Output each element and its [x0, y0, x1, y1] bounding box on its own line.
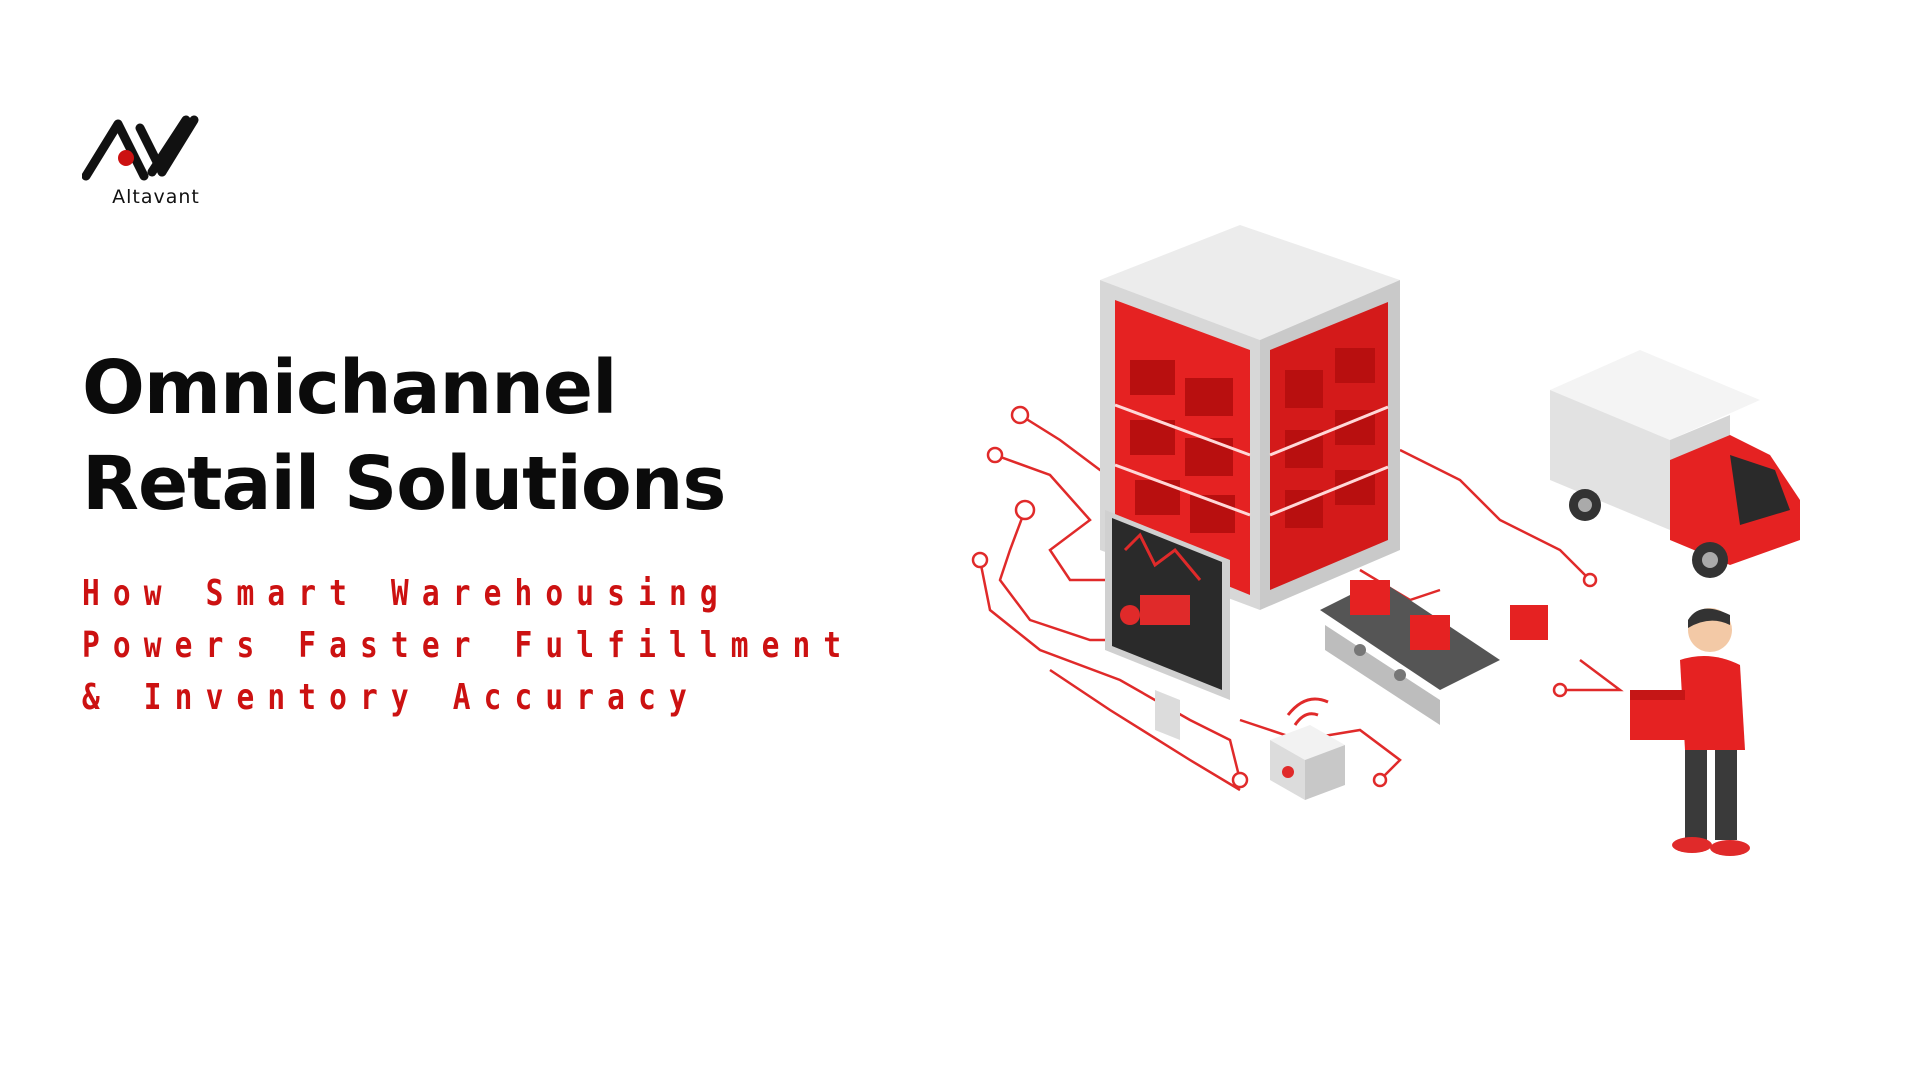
title-line: Retail Solutions	[82, 441, 726, 527]
brand-name: Altavant	[112, 186, 200, 208]
altavant-logo-icon	[82, 115, 199, 181]
warehouse-rack-icon	[1100, 225, 1400, 610]
title-line: Omnichannel	[82, 345, 617, 431]
conveyor-belt-icon	[1320, 580, 1548, 725]
dashboard-monitor-icon	[1105, 510, 1230, 740]
brand-logo: Altavant	[82, 114, 242, 214]
delivery-truck-icon	[1550, 350, 1800, 578]
subtitle-line: Powers Faster Fulfillment	[82, 625, 855, 666]
wifi-sensor-icon	[1270, 697, 1345, 800]
warehouse-illustration	[940, 220, 1840, 880]
subtitle-line: How Smart Warehousing	[82, 573, 731, 614]
subtitle-line: & Inventory Accuracy	[82, 677, 700, 718]
page-title: Omnichannel Retail Solutions	[82, 340, 726, 532]
worker-figure-icon	[1630, 608, 1750, 856]
page-subtitle: How Smart Warehousing Powers Faster Fulf…	[82, 568, 854, 724]
